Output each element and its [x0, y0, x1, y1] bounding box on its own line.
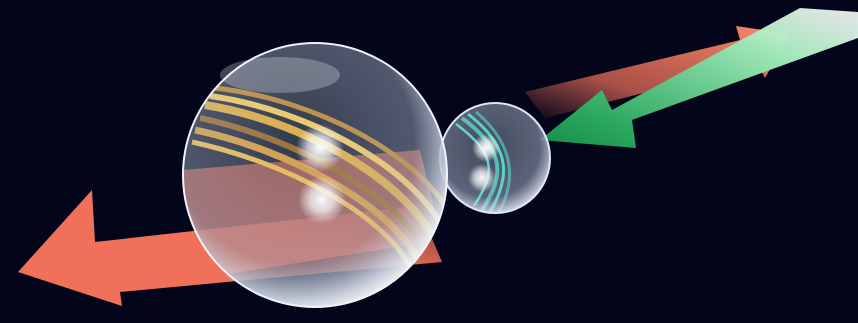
large-glass-sphere [183, 43, 455, 307]
small-glass-sphere [440, 103, 550, 214]
